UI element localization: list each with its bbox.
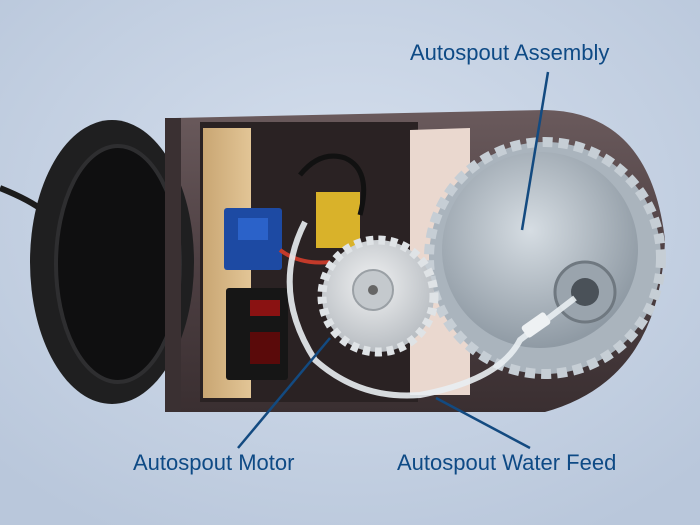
tube-connector (521, 312, 551, 338)
controller-display-bottom (250, 332, 280, 364)
label-autospout-motor: Autospout Motor (133, 450, 295, 475)
relay-component (238, 218, 268, 240)
leader-line-water-feed (435, 396, 531, 450)
lid-hinge (165, 118, 181, 412)
label-autospout-water-feed: Autospout Water Feed (397, 450, 617, 475)
water-feed-tube (286, 220, 577, 399)
controller-display-top (250, 300, 280, 316)
black-wire (298, 153, 367, 216)
lid-inner (54, 144, 182, 384)
leader-line-assembly (520, 71, 550, 231)
autospout-motor-gear (317, 235, 439, 357)
autospout-assembly-disc (424, 137, 666, 379)
yellow-circuit-board (316, 192, 360, 248)
leader-line-motor (237, 337, 331, 449)
red-wire (278, 248, 331, 265)
label-autospout-assembly: Autospout Assembly (410, 40, 610, 65)
